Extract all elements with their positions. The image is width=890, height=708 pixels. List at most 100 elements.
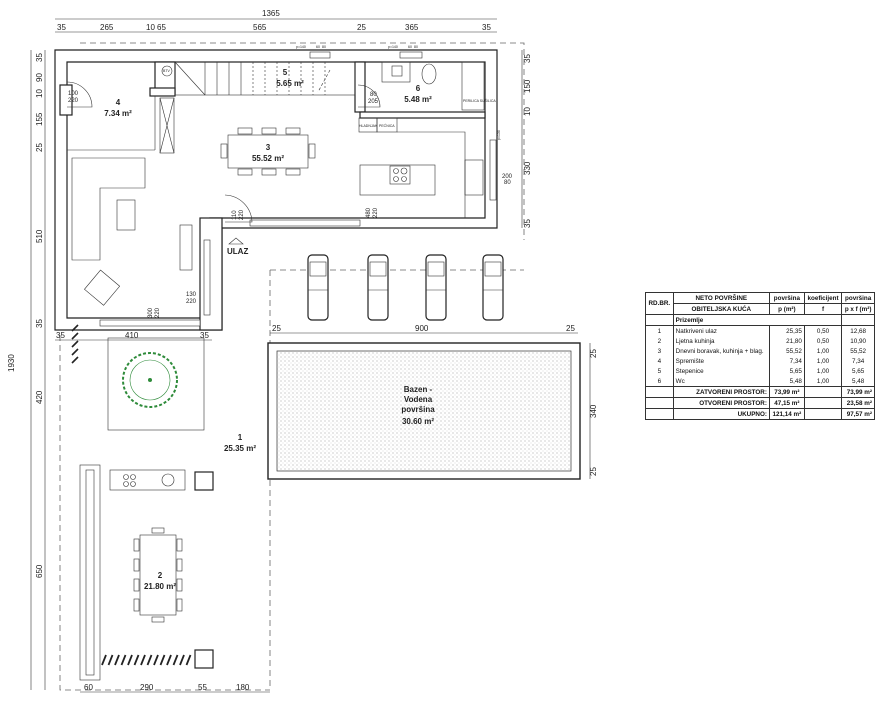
dim: 90: [35, 73, 44, 82]
dim: 220: [239, 209, 245, 220]
chair: [151, 527, 165, 534]
dining-table: [227, 134, 309, 169]
dining-chairs: [220, 127, 316, 176]
dim: 25: [357, 23, 366, 32]
cell-pf: 55,52: [841, 346, 875, 356]
chair: [176, 558, 183, 572]
dim: 25: [35, 143, 44, 152]
dim: 420: [35, 390, 44, 404]
sun-lounger: [307, 254, 329, 321]
entrance-arrow-icon: [228, 237, 244, 245]
cell-name: Natkriveni ulaz: [672, 325, 770, 336]
cell-p: 55,52: [768, 346, 805, 356]
area-table: RD.BR. NETO POVRŠINE površina koeficijen…: [645, 292, 875, 420]
room-4-area: 7.34 m²: [104, 109, 132, 118]
kitchen-counter: [397, 131, 466, 218]
cell-p: 73,99 m²: [768, 386, 805, 398]
storage-cabinet: [159, 97, 175, 154]
dim: 365: [405, 23, 419, 32]
sill-label: p=140: [296, 45, 306, 49]
outdoor-chairs: [133, 527, 183, 623]
kitchen-island: [359, 164, 436, 196]
dim: 35: [35, 319, 44, 328]
cell-f: 1,00: [803, 366, 843, 376]
roof-outline: [80, 42, 525, 240]
chair: [261, 168, 277, 176]
chair: [261, 127, 277, 135]
window-top-2: [399, 51, 423, 59]
dim: 330: [523, 161, 532, 175]
dim-total-width: 1365: [262, 9, 280, 18]
column: [194, 649, 214, 669]
cell-pf: 5,65: [841, 366, 875, 376]
dim: 35: [482, 23, 491, 32]
armchair: [84, 269, 121, 306]
chair: [133, 578, 140, 592]
cell-pf: 5,48: [841, 376, 875, 387]
dim: 565: [253, 23, 267, 32]
dim: 35: [200, 331, 209, 340]
oven-label: PEĆNICA: [379, 123, 395, 128]
dim: 340: [589, 404, 598, 418]
dim: 220: [155, 307, 161, 318]
header-rdbr: RD.BR.: [645, 292, 674, 315]
dim: 100: [68, 91, 79, 97]
header-povrsina-2: površina: [841, 292, 875, 304]
header-f: f: [803, 303, 843, 315]
tree-canopy: [129, 359, 171, 401]
dim: 80: [370, 92, 377, 98]
chair: [176, 538, 183, 552]
header-koeficijent: koeficijent: [803, 292, 843, 304]
chair: [133, 598, 140, 612]
washer-cabinet: [461, 61, 485, 111]
cell-f: 1,00: [803, 346, 843, 356]
chair: [237, 127, 253, 135]
room-2-area: 21.80 m²: [144, 582, 176, 591]
dim: 65: [157, 23, 166, 32]
pool-label: Bazen -: [404, 385, 433, 394]
cell-f: [803, 386, 843, 398]
garden-wall-inner: [85, 469, 95, 676]
sun-lounger: [482, 254, 504, 321]
dim: 25: [589, 349, 598, 358]
sun-lounger: [425, 254, 447, 321]
sill-label: p=130: [497, 130, 501, 140]
room-2-number: 2: [158, 571, 163, 580]
cell-pf: 10,90: [841, 336, 875, 346]
chair: [285, 168, 301, 176]
dim: 510: [35, 229, 44, 243]
cell-p: 7,34: [768, 356, 805, 366]
dim: 220: [186, 299, 197, 305]
cell-p: 5,48: [768, 376, 805, 387]
dim: 180: [236, 683, 250, 692]
window-east: [489, 139, 497, 201]
cell-f: 1,00: [803, 376, 843, 387]
dim: 220: [68, 98, 79, 104]
dim: 130: [186, 292, 197, 298]
dim: 80: [322, 45, 326, 49]
dim: 25: [589, 467, 598, 476]
fridge-label: HLADNJAK: [359, 124, 378, 128]
dimensions-left: 1930 35 90 10 155 25 510 35 420 650: [7, 50, 46, 690]
cell-label: OTVORENI PROSTOR:: [672, 397, 770, 409]
header-pxf: p x f (m²): [841, 303, 875, 315]
tree-trunk: [148, 378, 152, 382]
dim: 60: [408, 45, 412, 49]
coffee-table: [116, 199, 136, 231]
dim: 60: [316, 45, 320, 49]
pool-water: [276, 350, 572, 472]
dimensions-top: 1365 35 265 10 65 565 25 365 35: [55, 9, 497, 33]
pergola-hatch: [71, 324, 192, 666]
header-house: OBITELJSKA KUĆA: [672, 303, 770, 315]
column: [194, 471, 214, 491]
toilet-icon: [421, 63, 437, 85]
cell-pf: 73,99 m²: [841, 386, 875, 398]
cell-p: 25,35: [768, 325, 805, 336]
dim: 25: [566, 324, 575, 333]
entry-door-swing: [224, 194, 253, 223]
dim: 265: [100, 23, 114, 32]
sill-label: p=140: [388, 45, 398, 49]
dim: 35: [523, 54, 532, 63]
dim: 650: [35, 564, 44, 578]
